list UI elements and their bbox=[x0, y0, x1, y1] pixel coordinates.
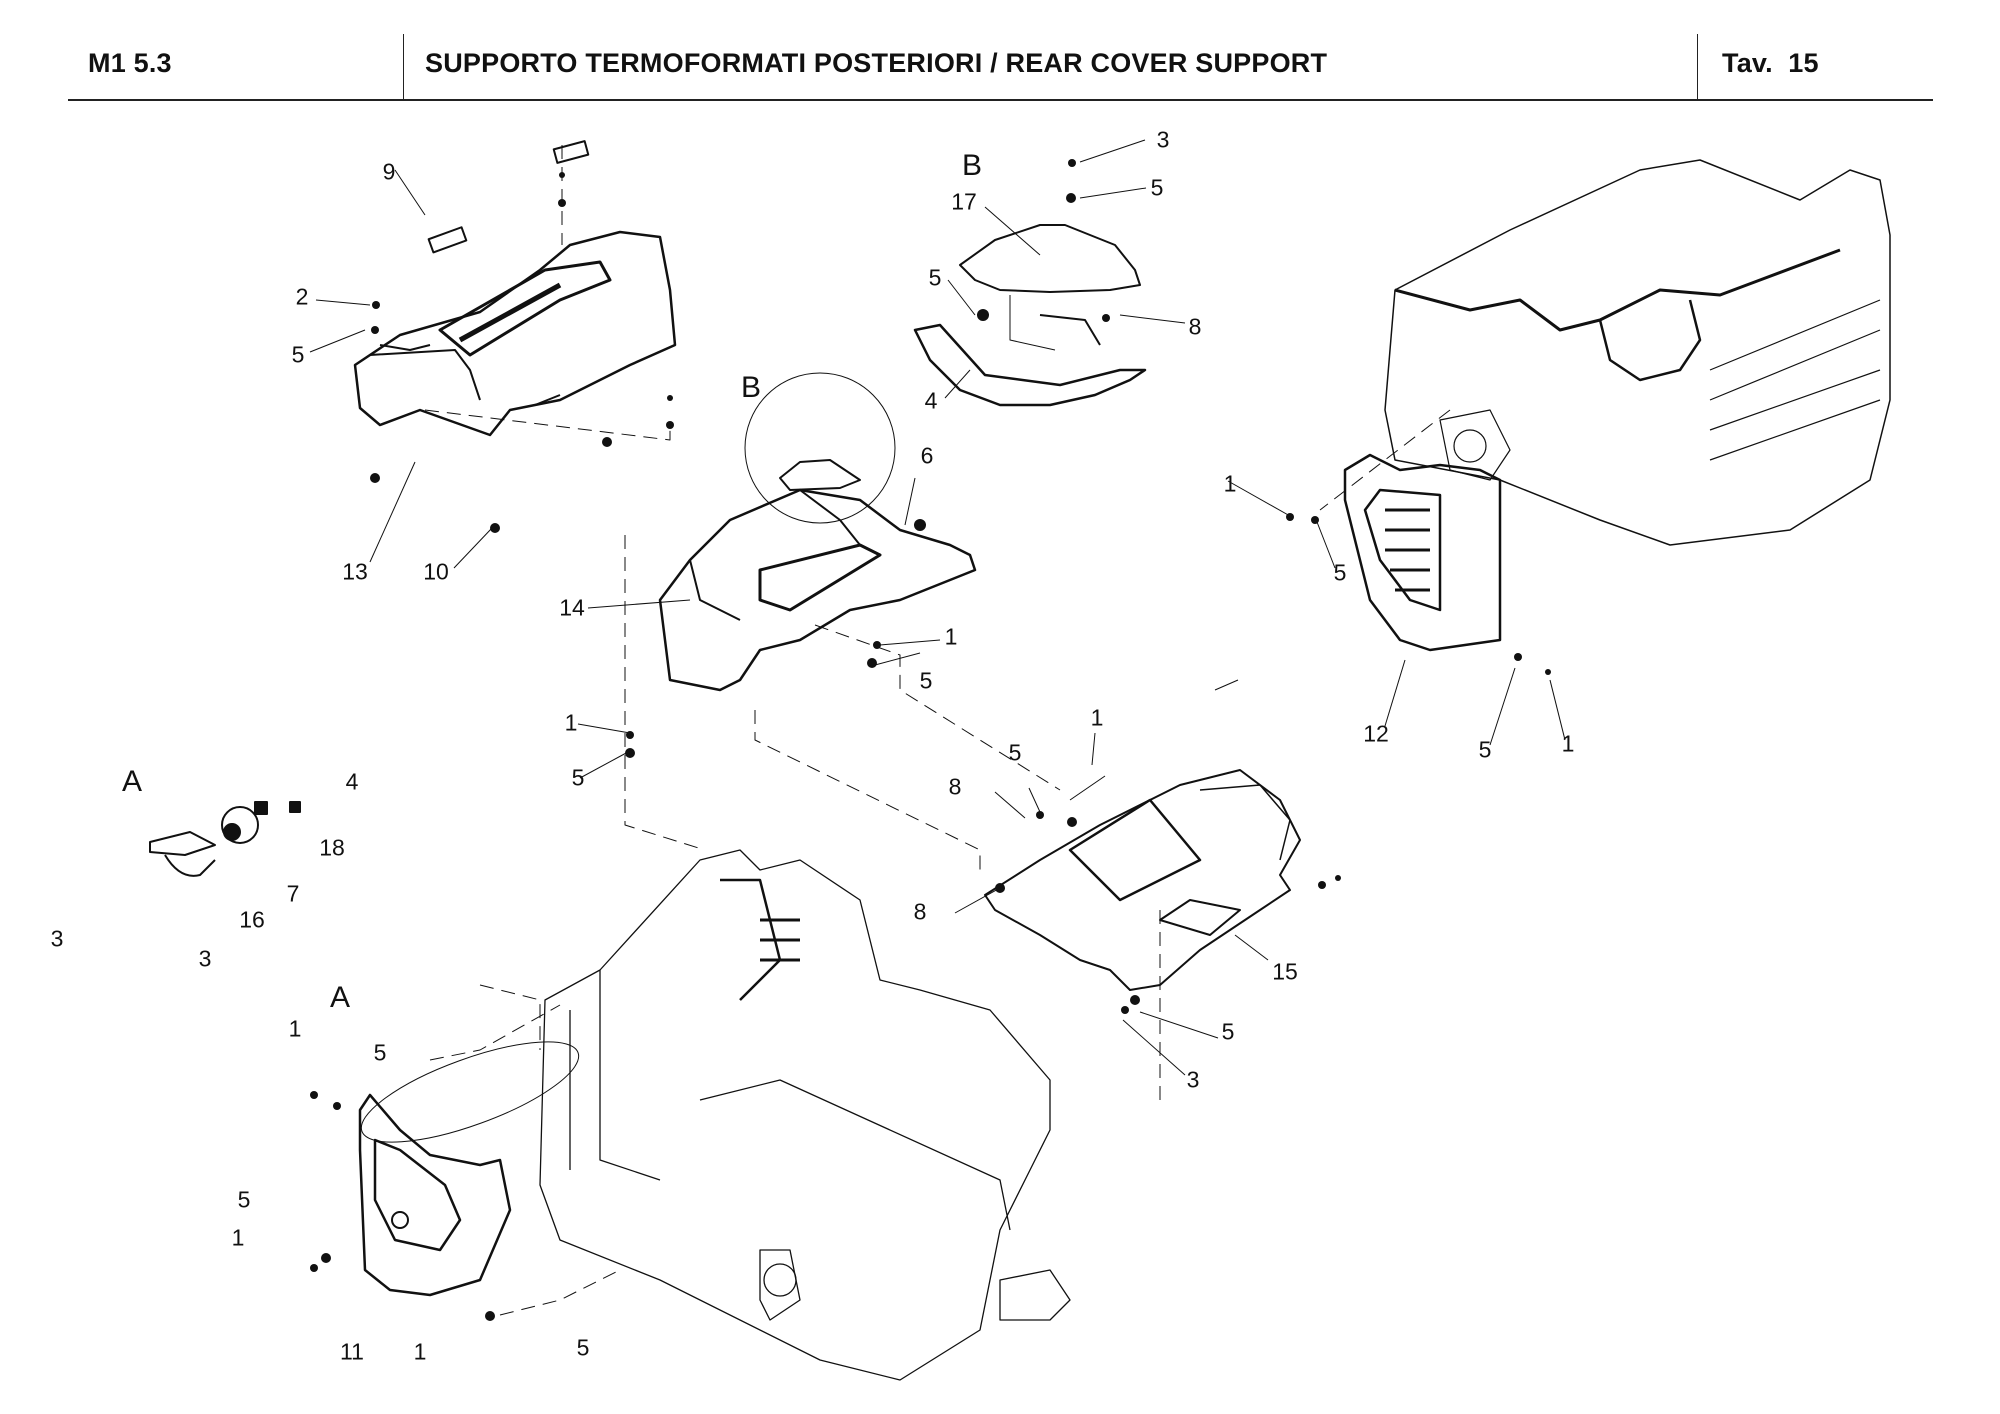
callout-10: 10 bbox=[423, 558, 449, 585]
header-underline bbox=[68, 99, 1933, 101]
callout-3: 3 bbox=[1186, 1066, 1200, 1093]
callout-1: 1 bbox=[288, 1015, 302, 1042]
callout-5: 5 bbox=[1221, 1018, 1235, 1045]
callout-5: 5 bbox=[576, 1334, 590, 1361]
rear-frame-assembly-upper bbox=[1384, 159, 1891, 546]
callout-12: 12 bbox=[1363, 720, 1389, 747]
section-code: M1 5.3 bbox=[88, 48, 172, 78]
callout-4: 4 bbox=[345, 768, 359, 795]
callout-5: 5 bbox=[291, 341, 305, 368]
part-13-rear-upper-cover bbox=[353, 140, 677, 437]
header-divider bbox=[1697, 34, 1698, 100]
detail-b-reference-label: B bbox=[740, 371, 762, 404]
main-chassis-frame bbox=[539, 849, 1071, 1381]
fastener-markers bbox=[310, 159, 1551, 1321]
callout-14: 14 bbox=[559, 594, 585, 621]
callout-18: 18 bbox=[319, 834, 345, 861]
detail-a-assembly bbox=[149, 801, 301, 877]
callout-3: 3 bbox=[1156, 126, 1170, 153]
callout-3: 3 bbox=[198, 945, 212, 972]
callout-4: 4 bbox=[924, 387, 938, 414]
callout-1: 1 bbox=[413, 1338, 427, 1365]
callout-8: 8 bbox=[948, 773, 962, 800]
callout-11: 11 bbox=[340, 1338, 364, 1365]
drawing-title: SUPPORTO TERMOFORMATI POSTERIORI / REAR … bbox=[425, 48, 1328, 78]
callout-5: 5 bbox=[1150, 174, 1164, 201]
callout-5: 5 bbox=[919, 667, 933, 694]
header-divider bbox=[403, 34, 404, 100]
callout-7: 7 bbox=[286, 880, 300, 907]
callout-1: 1 bbox=[944, 623, 958, 650]
callout-leader-lines bbox=[309, 139, 1566, 1076]
callout-15: 15 bbox=[1272, 958, 1298, 985]
callout-1: 1 bbox=[1090, 704, 1104, 731]
detail-b-circle bbox=[744, 372, 896, 524]
callout-1: 1 bbox=[231, 1224, 245, 1251]
callout-5: 5 bbox=[1008, 739, 1022, 766]
callout-5: 5 bbox=[373, 1039, 387, 1066]
detail-a-reference-label: A bbox=[329, 981, 351, 1014]
assembly-guide-lines bbox=[424, 145, 1451, 1316]
callout-17: 17 bbox=[951, 188, 977, 215]
callout-5: 5 bbox=[571, 764, 585, 791]
table-reference: Tav. 15 bbox=[1722, 48, 1819, 78]
detail-a-label: A bbox=[121, 765, 143, 798]
callout-9: 9 bbox=[382, 158, 396, 185]
detail-b-label: B bbox=[961, 149, 983, 182]
title-block: M1 5.3 SUPPORTO TERMOFORMATI POSTERIORI … bbox=[0, 0, 2000, 104]
callout-13: 13 bbox=[342, 558, 368, 585]
callout-5: 5 bbox=[928, 264, 942, 291]
detail-b-plate bbox=[779, 459, 861, 491]
callout-1: 1 bbox=[1561, 730, 1575, 757]
callout-6: 6 bbox=[920, 442, 934, 469]
callout-8: 8 bbox=[1188, 313, 1202, 340]
callout-3: 3 bbox=[50, 925, 64, 952]
callout-5: 5 bbox=[1478, 736, 1492, 763]
callout-1: 1 bbox=[564, 709, 578, 736]
callout-5: 5 bbox=[237, 1186, 251, 1213]
callout-5: 5 bbox=[1333, 559, 1347, 586]
callout-2: 2 bbox=[295, 283, 309, 310]
part-11-left-side-cover bbox=[358, 1041, 580, 1297]
part-14-center-cover bbox=[658, 488, 977, 692]
part-15-right-cover bbox=[984, 769, 1301, 991]
callout-8: 8 bbox=[913, 898, 927, 925]
part-12-right-side-cover bbox=[1343, 453, 1502, 652]
callout-16: 16 bbox=[239, 906, 265, 933]
detail-b-assembly bbox=[913, 224, 1147, 407]
callout-1: 1 bbox=[1223, 470, 1237, 497]
